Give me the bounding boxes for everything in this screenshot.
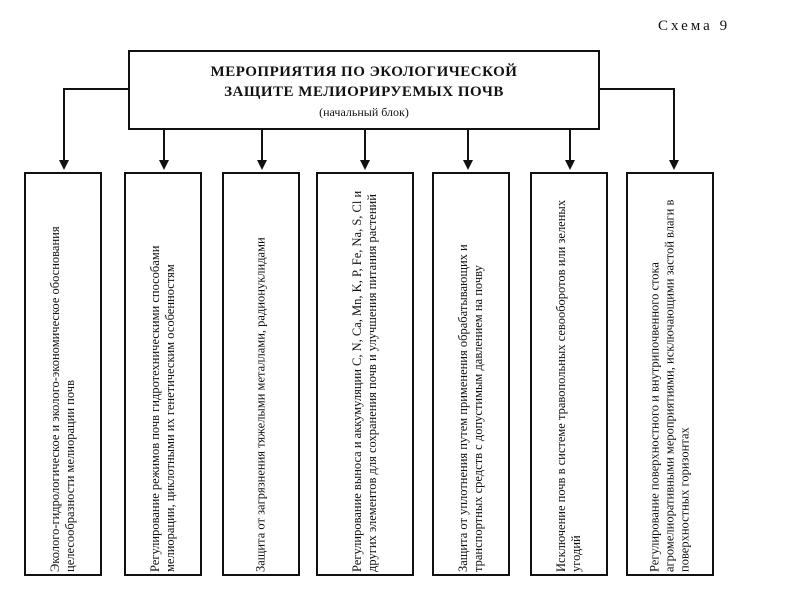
child-block-2-text: Регулирование режимов почв гидротехничес… (148, 245, 177, 572)
child-block-4-text: Регулирование выноса и аккумуляции C, N,… (350, 190, 379, 572)
child-block-3-text: Защита от загрязнения тяжелыми металлами… (253, 237, 268, 572)
connector-line-7 (673, 88, 675, 160)
connector-line-1 (63, 88, 65, 160)
root-subtitle: (начальный блок) (319, 105, 409, 119)
root-title: МЕРОПРИЯТИЯ ПО ЭКОЛОГИЧЕСКОЙ ЗАЩИТЕ МЕЛИ… (210, 64, 518, 100)
child-block-6-text: Исключение почв в системе травопольных с… (554, 199, 583, 572)
connector-right-horizontal (600, 88, 674, 90)
arrow-6 (565, 160, 575, 170)
arrow-4 (360, 160, 370, 170)
child-block-5-text: Защита от уплотнения путем применения об… (456, 244, 485, 572)
connector-line-4 (364, 130, 366, 160)
child-block-6: Исключение почв в системе травопольных с… (530, 172, 608, 576)
connector-line-2 (163, 130, 165, 160)
child-block-3: Защита от загрязнения тяжелыми металлами… (222, 172, 300, 576)
connector-line-5 (467, 130, 469, 160)
child-block-1-text: Эколого-гидрологическое и эколого-эконом… (48, 226, 77, 572)
arrow-1 (59, 160, 69, 170)
arrow-2 (159, 160, 169, 170)
arrow-3 (257, 160, 267, 170)
child-block-4: Регулирование выноса и аккумуляции C, N,… (316, 172, 414, 576)
child-block-7: Регулирование поверхностного и внутрипоч… (626, 172, 714, 576)
child-block-7-text: Регулирование поверхностного и внутрипоч… (647, 199, 692, 572)
child-block-1: Эколого-гидрологическое и эколого-эконом… (24, 172, 102, 576)
child-block-2: Регулирование режимов почв гидротехничес… (124, 172, 202, 576)
child-block-5: Защита от уплотнения путем применения об… (432, 172, 510, 576)
connector-left-horizontal (64, 88, 128, 90)
root-block: МЕРОПРИЯТИЯ ПО ЭКОЛОГИЧЕСКОЙ ЗАЩИТЕ МЕЛИ… (128, 50, 600, 130)
connector-line-3 (261, 130, 263, 160)
scheme-label: Схема 9 (658, 18, 731, 34)
connector-line-6 (569, 130, 571, 160)
arrow-5 (463, 160, 473, 170)
arrow-7 (669, 160, 679, 170)
